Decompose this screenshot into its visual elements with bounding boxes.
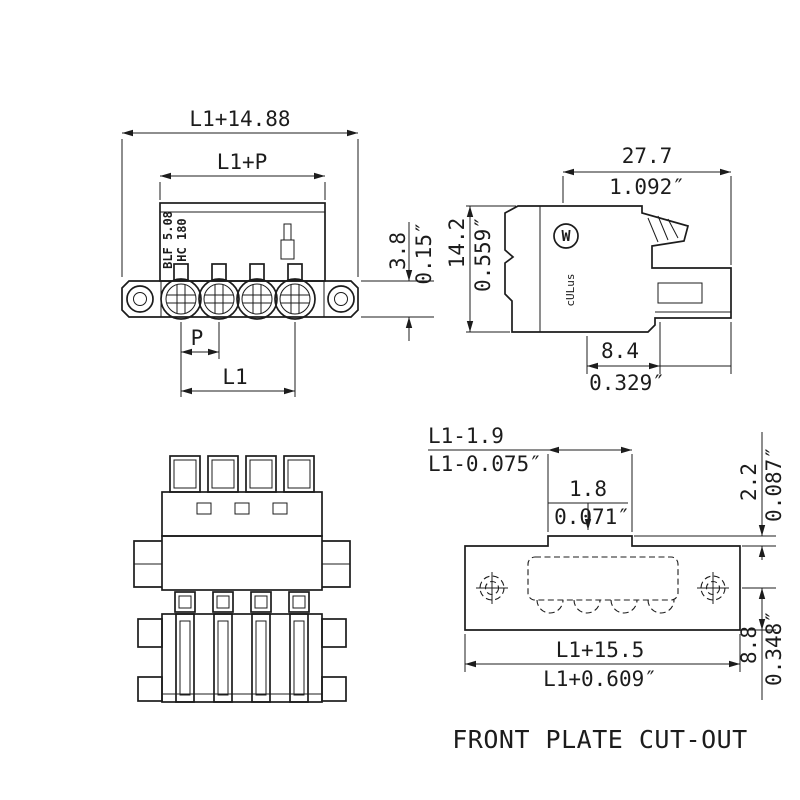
side-view-outline <box>504 205 732 333</box>
brand-logo-icon <box>553 223 579 249</box>
dim-step-mm-label: 1.8 <box>569 477 607 501</box>
dim-depth-in-label: 1.092″ <box>609 175 685 199</box>
dim-pole-span-label: L1 <box>222 365 247 389</box>
dim-overall-width-label: L1+14.88 <box>189 107 290 131</box>
approval-mark-label: cULus <box>564 273 577 306</box>
cutout-dimensions: L1-1.9 L1-0.075″ 1.8 0.071″ 2.2 0.087″ 8… <box>428 424 786 700</box>
dim-step-in-label: 0.071″ <box>554 505 630 529</box>
side-view: W cULus 27.7 1.092″ 14.2 0.559″ 8.4 0.32… <box>445 144 732 395</box>
dim-edge-in-label: 0.087″ <box>762 446 786 522</box>
dim-body-width-label: L1+P <box>217 150 268 174</box>
dim-offset-in-label: 0.329″ <box>589 371 665 395</box>
dim-lower-mm-label: 8.8 <box>737 626 761 664</box>
product-marking-line1: BLF 5.08 <box>161 211 175 269</box>
dim-notch-width-mm-label: L1-1.9 <box>428 424 504 448</box>
side-view-dimensions: 27.7 1.092″ 14.2 0.559″ 8.4 0.329″ <box>445 144 732 395</box>
cutout-plate-outline <box>464 535 741 631</box>
dim-cutout-width-in-label: L1+0.609″ <box>543 667 657 691</box>
dim-depth-mm-label: 27.7 <box>622 144 673 168</box>
front-view: BLF 5.08 HC 180 L1+14.88 L1+P 3.8 0.15″ … <box>121 107 436 397</box>
dim-notch-width-in-label: L1-0.075″ <box>428 452 542 476</box>
cutout-caption: FRONT PLATE CUT-OUT <box>452 725 747 754</box>
plug-top-view-outline <box>133 455 351 703</box>
brand-logo-letter: W <box>561 227 571 245</box>
dim-height-in-label: 0.559″ <box>471 216 495 292</box>
dim-lower-in-label: 0.348″ <box>762 610 786 686</box>
dim-height-mm-label: 14.2 <box>445 218 469 269</box>
dim-offset-mm-label: 8.4 <box>601 339 639 363</box>
front-view-dimensions: L1+14.88 L1+P 3.8 0.15″ P L1 <box>121 107 436 397</box>
cutout-view: L1-1.9 L1-0.075″ 1.8 0.071″ 2.2 0.087″ 8… <box>428 424 786 754</box>
dim-flange-height-mm-label: 3.8 <box>386 232 410 270</box>
front-view-outline <box>121 202 359 320</box>
product-marking-line2: HC 180 <box>175 218 189 261</box>
dim-cutout-width-mm-label: L1+15.5 <box>556 638 645 662</box>
plug-top-view <box>133 455 351 703</box>
dim-flange-height-in-label: 0.15″ <box>412 221 436 284</box>
dim-edge-mm-label: 2.2 <box>737 463 761 501</box>
dim-pitch-label: P <box>191 326 204 350</box>
